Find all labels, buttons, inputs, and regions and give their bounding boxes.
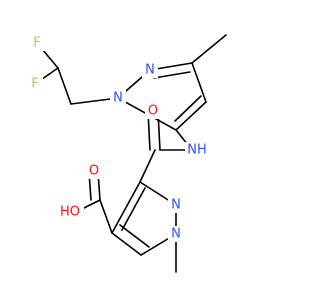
bond: [111, 232, 142, 256]
acid-carbonyl-oxygen-label: O: [89, 164, 99, 179]
atom-mask: [27, 76, 43, 92]
atom-mask: [145, 103, 161, 119]
nitrogen-atom-label: N: [145, 63, 155, 78]
atom-mask: [58, 204, 84, 220]
atom-label-layer: F F N N NH O HO O N N: [27, 35, 211, 242]
bond: [57, 67, 72, 105]
bond: [139, 149, 156, 183]
atom-mask: [110, 90, 126, 106]
atom-mask: [185, 142, 211, 158]
bond: [191, 34, 227, 64]
amide-nh-label: NH: [187, 143, 207, 158]
molecule-structure: F F N N NH O HO O N N: [27, 34, 227, 273]
atom-mask: [29, 35, 45, 51]
nitrogen-atom-label: N: [113, 91, 123, 106]
carbonyl-oxygen-label: O: [148, 104, 158, 119]
fluorine-atom-label: F: [31, 77, 38, 92]
fluorine-atom-label: F: [33, 36, 40, 51]
hydroxyl-label: HO: [60, 205, 80, 220]
bond: [174, 95, 202, 122]
atom-mask: [168, 226, 184, 242]
atom-mask: [168, 197, 184, 213]
bond: [153, 71, 191, 79]
bond: [175, 101, 207, 131]
bond: [191, 62, 207, 103]
nitrogen-atom-label: N: [171, 198, 181, 213]
nitrogen-atom-label: N: [171, 227, 181, 242]
bond: [111, 181, 141, 234]
atom-mask: [86, 163, 102, 179]
bond: [119, 224, 150, 248]
bond: [121, 187, 146, 231]
atom-mask: [142, 62, 158, 78]
bond: [99, 199, 113, 234]
